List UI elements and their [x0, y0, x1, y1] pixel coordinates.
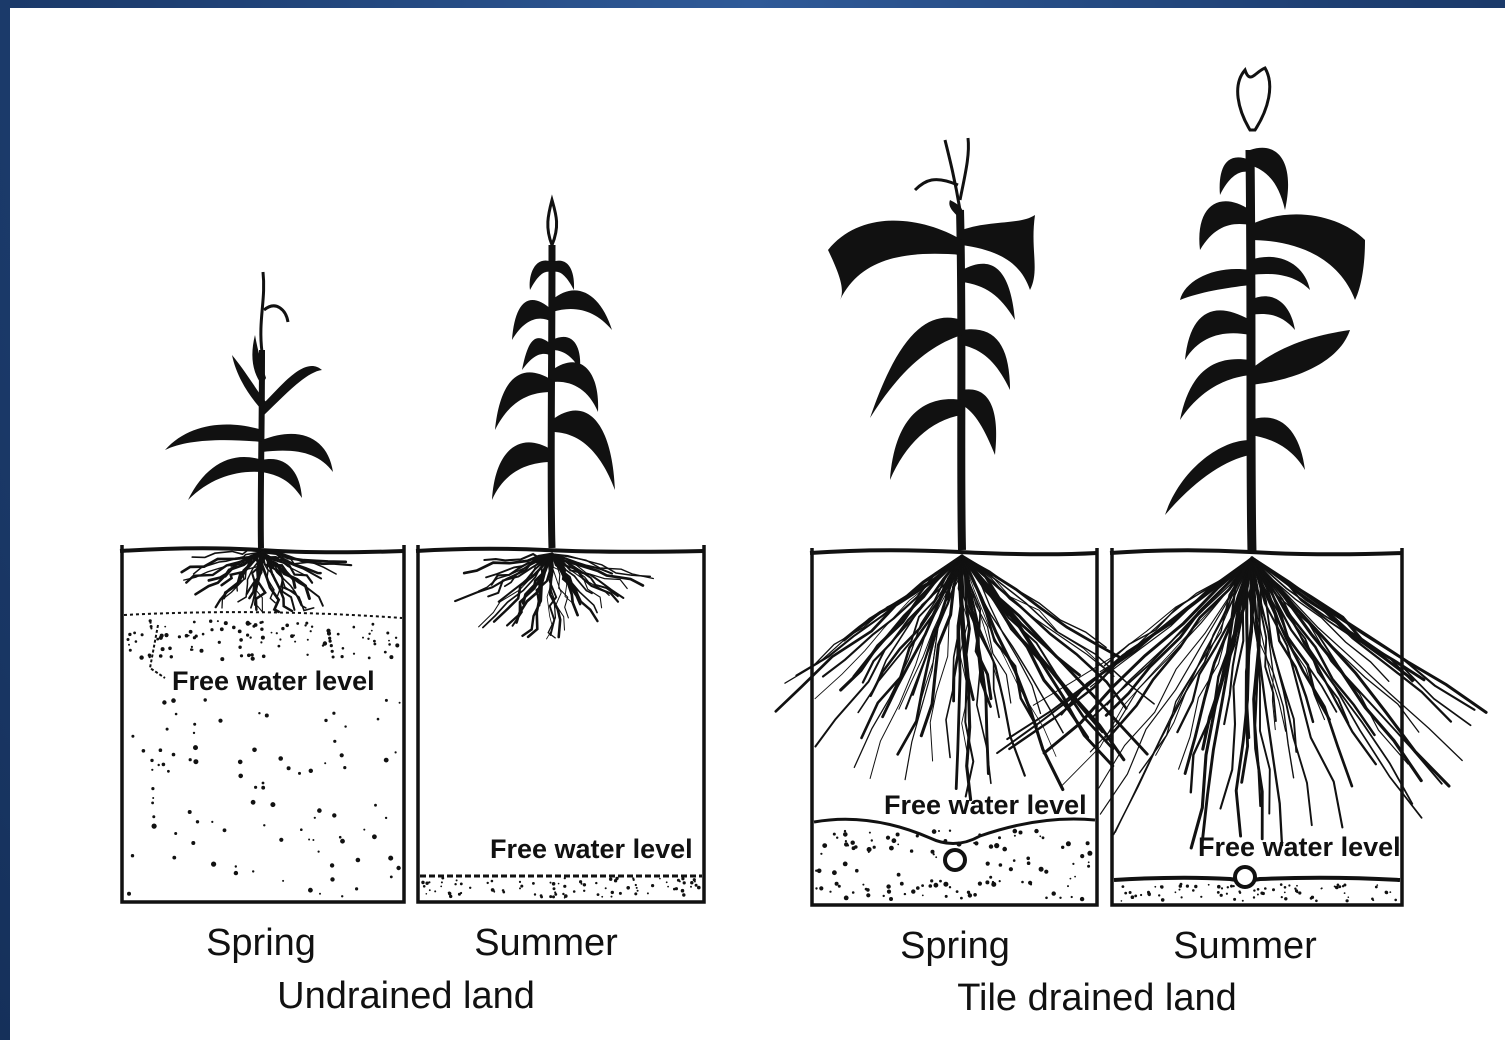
corn-plant-tile-spring: [828, 138, 1035, 550]
season-label-undrained-spring: Spring: [206, 922, 316, 964]
season-label-undrained-summer: Summer: [474, 922, 618, 964]
water-table-undrained-spring: [124, 612, 402, 618]
ground-lines: [120, 548, 1402, 554]
diagram-frame: Free water level Free water level Free w…: [10, 8, 1505, 1040]
water-table-tile-summer: [1114, 878, 1400, 881]
soil-box-undrained-spring: [122, 545, 404, 902]
water-label-undrained-spring: Free water level: [172, 666, 375, 696]
corn-plant-tile-summer: [1165, 68, 1365, 552]
water-table-tile-spring: [814, 819, 1095, 844]
plants: [165, 68, 1365, 552]
water-label-tile-summer: Free water level: [1198, 832, 1401, 862]
group-label-tile-drained: Tile drained land: [957, 977, 1237, 1019]
root-systems: [182, 550, 1486, 848]
season-label-tile-summer: Summer: [1173, 925, 1317, 967]
drain-tile-spring: [945, 850, 965, 870]
labels: Free water level Free water level Free w…: [150, 625, 1401, 1019]
drain-tile-summer: [1235, 867, 1255, 887]
water-label-tile-spring: Free water level: [884, 790, 1087, 820]
water-label-undrained-summer: Free water level: [490, 834, 693, 864]
corn-plant-undrained-spring: [165, 272, 333, 548]
diagram: Free water level Free water level Free w…: [10, 8, 1505, 1040]
season-label-tile-spring: Spring: [900, 925, 1010, 967]
group-label-undrained: Undrained land: [277, 975, 535, 1017]
corn-plant-undrained-summer: [492, 200, 615, 548]
